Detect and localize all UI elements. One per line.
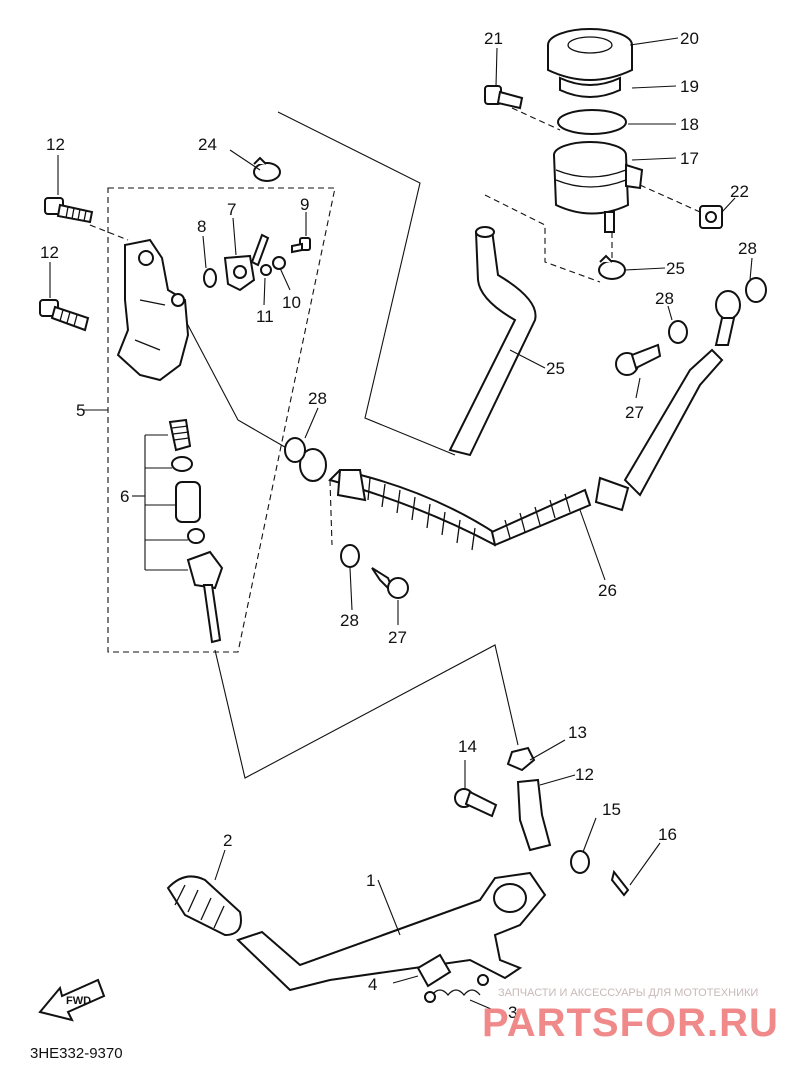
hose-joint-7	[223, 233, 270, 292]
callout-4: 4	[368, 975, 377, 994]
watermark-brand: PARTSFOR.RU	[482, 1001, 779, 1045]
callout-26: 26	[598, 581, 617, 600]
callout-13: 12	[575, 765, 594, 784]
banjo-bolt-27-lower	[371, 567, 409, 599]
hose24-dash	[484, 194, 601, 283]
callout-28-lower: 28	[340, 611, 359, 630]
brake-hose-26	[299, 290, 741, 551]
callout-19: 18	[680, 115, 699, 134]
bolt12-dash	[89, 224, 129, 241]
washer-28-left	[284, 437, 306, 463]
callout-21: 20	[680, 29, 699, 48]
clevis-13	[516, 778, 552, 852]
diagram-code: 3HE332-9370	[30, 1045, 123, 1062]
banjo-dash-upper	[329, 479, 333, 546]
callout-20: 19	[680, 77, 699, 96]
reservoir-bracket-dash	[639, 184, 701, 213]
bolt-22	[484, 85, 524, 110]
callout-25-lower: 25	[666, 259, 685, 278]
callout-7: 7	[227, 200, 236, 219]
callout-28-mid: 28	[655, 289, 674, 308]
washer-28-lower	[340, 544, 360, 568]
reservoir-18	[553, 141, 644, 233]
callout-8: 8	[197, 217, 206, 236]
callout-16: 15	[602, 800, 621, 819]
washer-10	[272, 256, 286, 270]
callout-22: 21	[484, 29, 503, 48]
callout-5: 5	[76, 401, 85, 420]
callout-15: 14	[458, 737, 477, 756]
cotter-pin-17	[610, 869, 630, 897]
callout-27-upper: 27	[625, 403, 644, 422]
piston-kit-bracket	[144, 434, 188, 571]
reservoir-hose-routing-line	[277, 111, 456, 456]
master-cylinder-body	[116, 238, 190, 382]
callout-27-lower: 27	[388, 628, 407, 647]
diaphragm-plate-20	[559, 76, 621, 98]
reservoir-cap-21	[547, 28, 633, 81]
callout-17: 16	[658, 825, 677, 844]
reservoir-hose-24	[448, 228, 537, 457]
banjo-bolt-27-upper	[615, 343, 662, 376]
watermark-tagline: ЗАПЧАСТИ И АКСЕССУАРЫ ДЛЯ МОТОТЕХНИКИ	[498, 987, 758, 999]
callout-28-right: 28	[738, 239, 757, 258]
clamp-25-lower	[598, 254, 626, 280]
callout-14: 13	[568, 723, 587, 742]
callout-11: 11	[256, 307, 274, 326]
screw-9	[291, 237, 311, 254]
o-ring-8	[203, 268, 217, 288]
callout-12-lower: 12	[40, 243, 59, 262]
washer-16	[570, 850, 590, 874]
callout-12-upper: 12	[46, 135, 65, 154]
pushrod-pedal-routing-line	[214, 644, 519, 779]
callout-18: 17	[680, 149, 699, 168]
leader-lines	[49, 37, 753, 1013]
bracket-23	[699, 205, 723, 229]
callout-25-upper: 24	[198, 135, 217, 154]
bolt-12-upper	[44, 197, 94, 224]
washer-11	[260, 264, 272, 276]
callout-9: 9	[300, 195, 309, 214]
brake-pedal-1	[236, 871, 547, 992]
piston-kit-6	[168, 418, 224, 644]
spring-3	[424, 974, 489, 1003]
forward-arrow-icon: FWD	[38, 978, 106, 1022]
diaphragm-19	[557, 109, 627, 135]
bolt-12-lower	[39, 299, 90, 332]
rubber-2	[166, 875, 242, 937]
hose-24-end	[475, 226, 495, 238]
callout-28-left: 28	[308, 389, 327, 408]
callout-3: 3	[508, 1003, 517, 1022]
hose-cylinder-routing-line	[179, 309, 291, 451]
callout-6: 6	[120, 487, 129, 506]
callout-24: 25	[546, 359, 565, 378]
master-cylinder-assembly-outline	[107, 187, 336, 653]
reservoir-dash	[511, 107, 561, 131]
callout-labels: 12 12 24 7 8 9 10 11 5 6 21 20 19 18 17 …	[40, 29, 757, 1022]
callout-23: 22	[730, 182, 749, 201]
nut-14	[506, 746, 536, 772]
clamp-25-upper	[253, 156, 281, 182]
callout-1: 1	[366, 871, 375, 890]
washer-28-mid	[668, 320, 688, 344]
fwd-label: FWD	[66, 995, 91, 1007]
bolt-15	[454, 788, 498, 818]
callout-10: 10	[282, 293, 301, 312]
collar-4	[416, 953, 452, 988]
washer-28-right	[745, 277, 767, 303]
callout-2: 2	[223, 831, 232, 850]
